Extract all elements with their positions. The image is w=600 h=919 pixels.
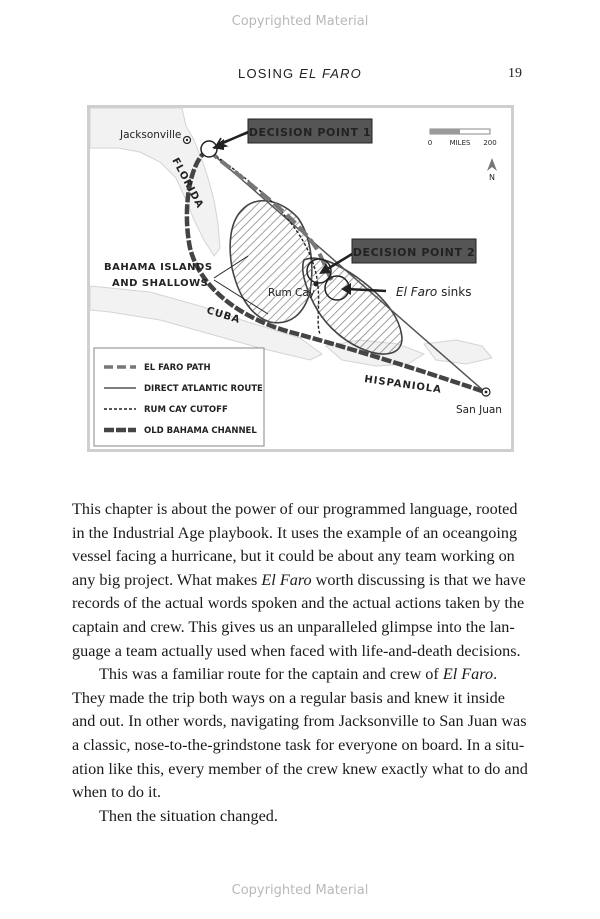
route-map-graphic: DECISION POINT 1 DECISION POINT 2 0 MILE… <box>90 108 502 447</box>
running-head-title: EL FARO <box>299 66 362 81</box>
paragraph-2-text-a: This was a familiar route for the captai… <box>99 665 443 684</box>
running-head: LOSING EL FARO <box>0 66 600 81</box>
coastline-background <box>90 108 493 367</box>
legend-label-direct-route: DIRECT ATLANTIC ROUTE <box>144 384 263 394</box>
scale-unit-label: MILES <box>450 139 471 147</box>
paragraph-1-text-b: worth discussing is that we have records… <box>72 570 526 660</box>
map-legend: EL FARO PATH DIRECT ATLANTIC ROUTE RUM C… <box>93 347 265 447</box>
scale-end-label: 200 <box>483 139 496 147</box>
north-label: N <box>489 173 495 182</box>
decision-point-2-marker <box>306 258 332 284</box>
sinks-arrow-line <box>345 287 387 293</box>
san-juan-label: San Juan <box>456 404 502 416</box>
rum-cay-dot <box>313 281 319 287</box>
sinks-arrowhead <box>341 283 351 295</box>
paragraph-1-text-a: This chapter is about the power of our p… <box>72 500 518 589</box>
paragraph-2-ship-name: El Faro <box>442 665 494 684</box>
direct-atlantic-route <box>207 149 486 393</box>
paragraph-1: This chapter is about the power of our p… <box>72 498 528 663</box>
paragraph-2-text-b: . They made the trip both ways on a regu… <box>72 665 528 802</box>
bahamas-label-line-2: AND SHALLOWS <box>112 278 208 289</box>
route-map: DECISION POINT 1 DECISION POINT 2 0 MILE… <box>87 105 514 452</box>
bahama-shallows <box>229 200 403 355</box>
hispaniola-label: HISPANIOLA <box>364 374 443 396</box>
legend-label-old-bahama-channel: OLD BAHAMA CHANNEL <box>144 426 257 436</box>
jacksonville-dot <box>182 135 192 145</box>
bahamas-leader-1 <box>213 255 249 279</box>
decision-point-2-label-bg <box>351 238 477 264</box>
scale-bar: 0 MILES 200 <box>428 128 497 147</box>
north-arrow-icon: N <box>487 158 497 182</box>
paragraph-1-ship-name: El Faro <box>261 570 312 589</box>
decision-point-1-label-bg <box>247 118 373 144</box>
old-bahama-channel-route <box>184 148 486 395</box>
decision-point-1-arrowhead <box>212 139 224 150</box>
paragraph-2: This was a familiar route for the captai… <box>72 663 528 805</box>
decision-point-2-arrowhead <box>319 263 331 274</box>
decision-point-2-arrow-line <box>323 252 353 273</box>
scale-start-label: 0 <box>428 139 432 147</box>
bahamas-label-line-1: BAHAMA ISLANDS <box>104 262 213 273</box>
decision-point-1-marker <box>200 140 218 158</box>
copyright-watermark-bottom: Copyrighted Material <box>231 883 369 898</box>
el-faro-sinks-label: El Faro sinks <box>396 285 471 299</box>
bahama-bank-east <box>301 257 403 355</box>
rum-cay-label: Rum Cay <box>268 287 315 299</box>
jacksonville-label: Jacksonville <box>119 129 181 141</box>
bahama-bank-west <box>229 200 313 324</box>
decision-point-1-label: DECISION POINT 1 <box>249 126 372 139</box>
copyright-watermark-top: Copyrighted Material <box>231 14 369 29</box>
legend-label-el-faro-path: EL FARO PATH <box>144 363 211 373</box>
page-number: 19 <box>508 66 522 81</box>
paragraph-3: Then the situation changed. <box>99 806 278 825</box>
legend-label-rum-cay-cutoff: RUM CAY CUTOFF <box>144 405 228 415</box>
bahamas-leader-2 <box>213 279 269 315</box>
running-head-prefix: LOSING <box>238 66 300 81</box>
decision-point-2-label: DECISION POINT 2 <box>353 246 476 259</box>
body-text: This chapter is about the power of our p… <box>72 498 528 828</box>
san-juan-dot <box>481 387 491 397</box>
